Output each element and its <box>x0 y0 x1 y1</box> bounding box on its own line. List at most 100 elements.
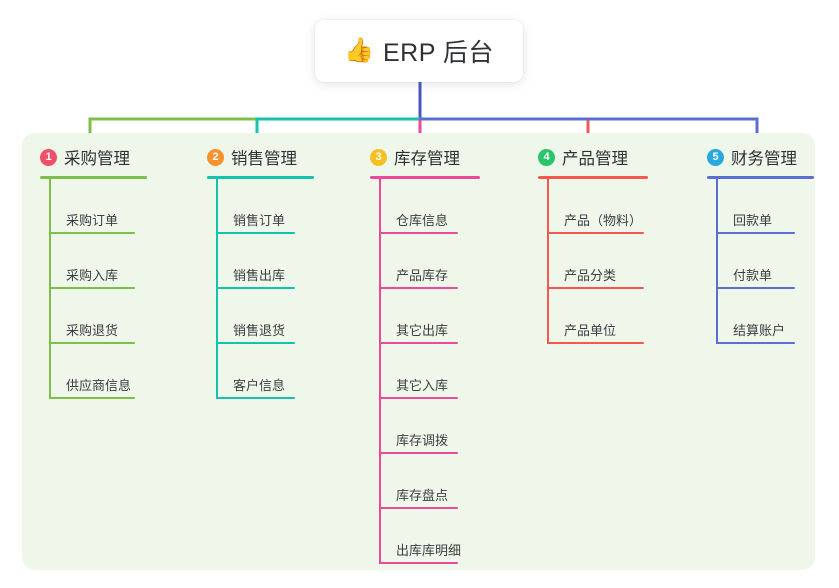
list-item-rule <box>50 342 135 344</box>
list-item-rule <box>217 232 295 234</box>
column-rule-2 <box>207 176 314 179</box>
list-item[interactable]: 回款单 <box>707 179 814 234</box>
list-item[interactable]: 供应商信息 <box>40 344 147 399</box>
column-rule-1 <box>40 176 147 179</box>
column-header-1[interactable]: 1 采购管理 <box>40 146 147 168</box>
column-items-3: 仓库信息产品库存其它出库其它入库库存调拨库存盘点出库库明细 <box>370 179 480 564</box>
list-item-label: 采购退货 <box>66 323 119 338</box>
list-item-label: 其它入库 <box>396 378 449 393</box>
list-item-rule <box>380 232 458 234</box>
column-title-2: 销售管理 <box>231 150 297 168</box>
list-item[interactable]: 产品单位 <box>538 289 648 344</box>
list-item-label: 销售订单 <box>233 213 286 228</box>
list-item-rule <box>380 397 458 399</box>
list-item-rule <box>717 342 795 344</box>
list-item[interactable]: 其它出库 <box>370 289 480 344</box>
list-item[interactable]: 销售订单 <box>207 179 314 234</box>
list-item-label: 回款单 <box>733 213 773 228</box>
list-item-label: 销售出库 <box>233 268 286 283</box>
list-item[interactable]: 出库库明细 <box>370 509 480 564</box>
column-1: 1 采购管理采购订单采购入库采购退货供应商信息 <box>40 146 147 399</box>
list-item-label: 其它出库 <box>396 323 449 338</box>
column-spine-2 <box>216 179 218 399</box>
list-item-label: 销售退货 <box>233 323 286 338</box>
list-item-rule <box>50 232 135 234</box>
column-header-3[interactable]: 3 库存管理 <box>370 146 480 168</box>
list-item-label: 产品库存 <box>396 268 449 283</box>
list-item[interactable]: 其它入库 <box>370 344 480 399</box>
list-item-label: 采购订单 <box>66 213 119 228</box>
list-item-label: 库存盘点 <box>396 488 449 503</box>
list-item[interactable]: 销售退货 <box>207 289 314 344</box>
list-item-rule <box>217 287 295 289</box>
column-rule-5 <box>707 176 814 179</box>
thumbs-up-icon: 👍 <box>344 37 374 64</box>
column-spine-3 <box>379 179 381 564</box>
list-item[interactable]: 采购订单 <box>40 179 147 234</box>
list-item-label: 库存调拨 <box>396 433 449 448</box>
list-item-rule <box>717 287 795 289</box>
list-item-label: 供应商信息 <box>66 378 132 393</box>
column-items-1: 采购订单采购入库采购退货供应商信息 <box>40 179 147 399</box>
list-item-label: 仓库信息 <box>396 213 449 228</box>
column-5: 5 财务管理回款单付款单结算账户 <box>707 146 814 344</box>
list-item-label: 结算账户 <box>733 323 786 338</box>
list-item-rule <box>548 342 644 344</box>
list-item[interactable]: 库存盘点 <box>370 454 480 509</box>
list-item-label: 客户信息 <box>233 378 286 393</box>
list-item[interactable]: 结算账户 <box>707 289 814 344</box>
list-item-rule <box>380 562 458 564</box>
root-title-card[interactable]: 👍 ERP 后台 <box>315 20 523 82</box>
column-badge-2: 2 <box>207 148 224 166</box>
column-rule-4 <box>538 176 648 179</box>
column-3: 3 库存管理仓库信息产品库存其它出库其它入库库存调拨库存盘点出库库明细 <box>370 146 480 564</box>
page-title: ERP 后台 <box>382 39 494 67</box>
column-spine-1 <box>49 179 51 399</box>
column-rule-3 <box>370 176 480 179</box>
list-item[interactable]: 库存调拨 <box>370 399 480 454</box>
column-items-2: 销售订单销售出库销售退货客户信息 <box>207 179 314 399</box>
list-item-rule <box>548 232 644 234</box>
list-item-rule <box>50 287 135 289</box>
list-item-rule <box>380 287 458 289</box>
list-item-rule <box>217 342 295 344</box>
list-item-rule <box>380 342 458 344</box>
list-item-rule <box>380 452 458 454</box>
list-item[interactable]: 采购入库 <box>40 234 147 289</box>
column-title-3: 库存管理 <box>394 150 460 168</box>
list-item-label: 产品分类 <box>564 268 617 283</box>
column-spine-4 <box>547 179 549 344</box>
list-item-rule <box>217 397 295 399</box>
column-spine-5 <box>716 179 718 344</box>
list-item[interactable]: 产品库存 <box>370 234 480 289</box>
list-item-rule <box>380 507 458 509</box>
column-title-1: 采购管理 <box>64 150 130 168</box>
list-item-label: 出库库明细 <box>396 543 462 558</box>
list-item-rule <box>548 287 644 289</box>
column-badge-3: 3 <box>370 148 387 166</box>
list-item[interactable]: 仓库信息 <box>370 179 480 234</box>
column-title-5: 财务管理 <box>731 150 797 168</box>
list-item-label: 产品单位 <box>564 323 617 338</box>
diagram-panel <box>22 133 815 570</box>
list-item[interactable]: 客户信息 <box>207 344 314 399</box>
column-badge-4: 4 <box>538 148 555 166</box>
column-badge-1: 1 <box>40 148 57 166</box>
list-item-rule <box>717 232 795 234</box>
list-item[interactable]: 付款单 <box>707 234 814 289</box>
list-item[interactable]: 产品分类 <box>538 234 648 289</box>
list-item[interactable]: 产品（物料） <box>538 179 648 234</box>
list-item-label: 产品（物料） <box>564 213 643 228</box>
list-item[interactable]: 销售出库 <box>207 234 314 289</box>
list-item-label: 采购入库 <box>66 268 119 283</box>
column-badge-5: 5 <box>707 148 724 166</box>
list-item[interactable]: 采购退货 <box>40 289 147 344</box>
list-item-label: 付款单 <box>733 268 773 283</box>
column-items-4: 产品（物料） 产品分类产品单位 <box>538 179 648 344</box>
column-header-2[interactable]: 2 销售管理 <box>207 146 314 168</box>
column-items-5: 回款单付款单结算账户 <box>707 179 814 344</box>
column-header-5[interactable]: 5 财务管理 <box>707 146 814 168</box>
